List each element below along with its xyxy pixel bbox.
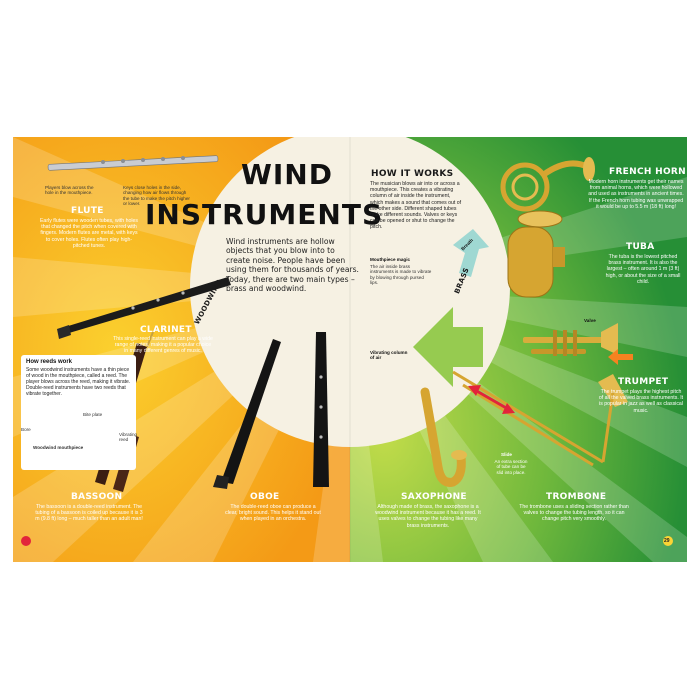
- slide-arrow: [468, 385, 515, 414]
- tuba-text: The tuba is the lowest pitched brass ins…: [605, 254, 681, 285]
- page-marker-right: [663, 536, 673, 546]
- clarinet-illustration: [57, 277, 231, 339]
- clarinet-heading: CLARINET: [140, 325, 192, 335]
- french-horn-heading: FRENCH HORN: [609, 167, 686, 177]
- saxophone-illustration: [420, 387, 467, 487]
- title-line1: WIND: [241, 158, 333, 191]
- flute-callout-mouth: Players blow across the hole in the mout…: [45, 185, 94, 196]
- trumpet-illustration: [523, 323, 618, 356]
- oboe-text: The double-reed oboe can produce a clear…: [225, 504, 321, 523]
- reeds-box: How reeds work Some woodwind instruments…: [21, 355, 136, 470]
- saxophone-heading: SAXOPHONE: [401, 492, 467, 502]
- bite-plate-label: Bite plate: [83, 412, 103, 417]
- breath-arrow: [453, 229, 489, 277]
- tuba-heading: TUBA: [626, 242, 655, 252]
- trombone-heading: TROMBONE: [546, 492, 607, 502]
- trombone-text: The trombone uses a sliding section rath…: [519, 504, 629, 523]
- how-it-works-text: The musician blows air into or across a …: [370, 181, 462, 231]
- oboe-illustration-center: [313, 332, 329, 487]
- background-art: [13, 137, 687, 562]
- oboe-illustration-left: [213, 339, 281, 489]
- bassoon-text: The bassoon is a double-reed instrument.…: [35, 504, 143, 523]
- flute-heading: FLUTE: [71, 206, 104, 216]
- mouthpiece-magic-heading: Mouthpiece magic: [370, 257, 411, 262]
- intro-text: Wind instruments are hollow objects that…: [226, 237, 359, 294]
- flute-callout-keys: Keys close holes in the side, changing h…: [123, 185, 190, 207]
- tuba-illustration: [507, 210, 565, 298]
- slide-text: An extra section of tube can be slid int…: [494, 459, 528, 475]
- french-horn-text: Modern horn instruments get their names …: [588, 179, 684, 210]
- title-line2: INSTRUMENTS: [145, 198, 384, 231]
- book-spread: WIND INSTRUMENTS Wind instruments are ho…: [13, 137, 687, 562]
- mouthpiece-magic-text: The air inside brass instruments is made…: [370, 264, 432, 286]
- bore-label: Bore: [21, 427, 31, 432]
- page-number: 29: [664, 538, 670, 544]
- saxophone-text: Although made of brass, the saxophone is…: [375, 504, 481, 529]
- bassoon-heading: BASSOON: [71, 492, 123, 502]
- flute-illustration: [47, 155, 219, 171]
- oboe-heading: OBOE: [250, 492, 280, 502]
- vibrating-reed-label: Vibrating reed: [119, 432, 138, 443]
- mouthpiece-label: Woodwind mouthpiece: [33, 445, 84, 450]
- valve-label: Valve: [584, 318, 596, 323]
- french-horn-illustration: [500, 157, 595, 212]
- green-arrow: [413, 307, 483, 387]
- clarinet-text: This single-reed instrument can play a w…: [113, 336, 213, 355]
- reeds-text: Some woodwind instruments have a thin pi…: [26, 367, 131, 397]
- slide-label: Slide: [501, 452, 512, 457]
- flute-text: Early flutes were wooden tubes, with hol…: [39, 218, 139, 249]
- trumpet-arrow: [608, 349, 633, 365]
- vibrating-column-label: Vibrating column of air: [370, 350, 408, 361]
- how-it-works-heading: HOW IT WORKS: [371, 169, 454, 179]
- trumpet-heading: TRUMPET: [618, 377, 669, 387]
- trumpet-text: The trumpet plays the highest pitch of a…: [598, 389, 684, 414]
- reeds-heading: How reeds work: [26, 359, 73, 365]
- page-marker-left: [21, 536, 31, 546]
